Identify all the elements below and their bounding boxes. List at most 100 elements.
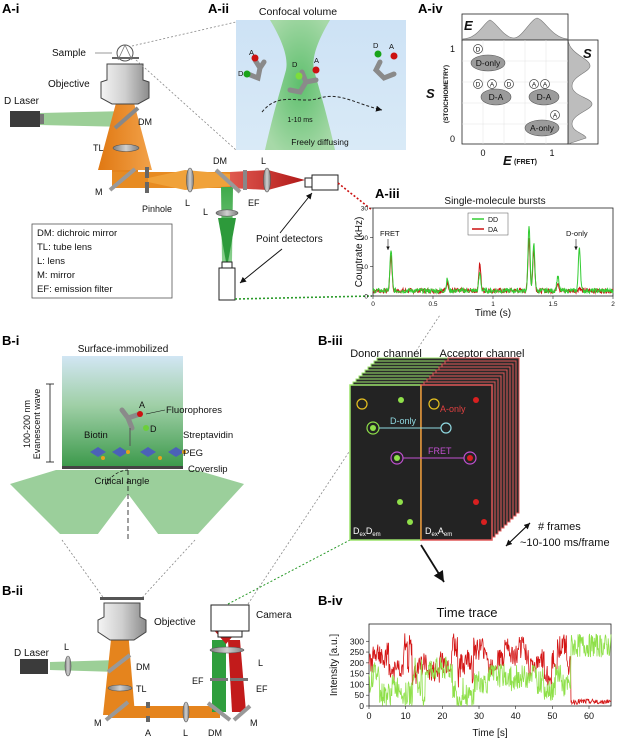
bursts-series-dd [372,226,614,295]
trace-y-tick-label: 150 [350,669,364,679]
e-axis-sub-label: (FRET) [514,159,537,166]
tirf-aperture-label: A [145,728,151,738]
dm1-label: DM [138,117,152,127]
time-trace-donor [368,633,612,707]
camera-lens-mount [217,630,243,638]
legend-dd-label: DD [488,217,498,224]
bursts-x-tick-label: 0.5 [428,301,437,308]
e-histogram-curve [461,17,569,41]
tirf-lens-2 [182,701,190,723]
point-detector-red [311,174,339,191]
panel-label-b-iii: B-iii [318,333,343,348]
trace-y-tick-label: 100 [350,679,364,689]
da-sub-em: em [444,532,452,538]
objective [100,63,150,105]
mirror-1 [108,167,137,192]
critical-angle-label: Critical angle [95,476,150,487]
frames-label: # frames [538,521,581,533]
marker-label: D [476,47,481,54]
tirf-tube-lens [107,684,133,692]
molecule-center: D A [287,56,320,95]
population-label: D-A [537,92,552,102]
tirf-ef-2-label: EF [256,684,268,694]
s-tick-1: 1 [450,44,455,54]
tirf-objective-beam [103,630,135,715]
trace-y-tick-label: 50 [355,690,365,700]
tirf-ef-1-label: EF [192,676,204,686]
population-label: D-A [489,92,504,102]
legend-line: EF: emission filter [37,284,113,295]
e-tick-1: 1 [549,148,554,158]
red-signal-link [337,182,373,211]
population-label: A-only [530,123,555,133]
time-trace-title: Time trace [437,605,498,620]
laser-label: D Laser [4,96,40,107]
marker-label: A [532,82,537,89]
tirf-mirror-1 [104,700,130,722]
tirf-mirror-2-label: M [250,718,258,728]
lens-3 [215,209,239,217]
tirf-ef-green [210,678,228,681]
panel-a-i: A-i Sample Objective D Laser DM TL M [2,1,373,301]
tirf-dm-2 [206,701,232,722]
biotin-label: Biotin [84,430,108,441]
s-tick-0: 0 [450,134,455,144]
panel-label-a-iv: A-iv [418,1,443,16]
molecule-label: A [249,48,254,57]
marker-label: D [476,82,481,89]
bursts-y-tick-label: 20 [361,235,369,242]
dd-main: D [353,526,360,536]
acceptor-label: A [139,400,145,410]
fluorophore-markers: D A D A D A A [473,44,560,120]
freely-diffusing-label: Freely diffusing [291,137,349,147]
dichroic-mirror-1 [113,106,140,130]
s-histogram-curve [567,39,593,145]
camera [210,604,250,632]
dd-sub-ex: ex [360,532,366,538]
confocal-volume-shape [265,20,335,150]
emission-filter [243,170,247,190]
tirf-red-beam [228,640,246,712]
s-histogram-label: S [583,46,592,61]
dichroic-mirror-2 [214,168,242,194]
trace-x-tick-label: 10 [401,711,411,721]
coverslip-label: Coverslip [188,464,228,475]
streptavidin-label: Streptavidin [183,430,233,441]
legend-line: M: mirror [37,270,75,281]
pinhole-label: Pinhole [142,204,172,214]
molecule-label: D [238,69,244,78]
bursts-x-label: Time (s) [475,308,511,319]
panel-label-b-i: B-i [2,333,19,348]
panel-a-iv: A-iv E S D-only D-A D-A A-only D A [418,1,599,168]
molecule-label: D [373,41,379,50]
molecule-right: A D [372,41,398,81]
trace-y-tick-label: 250 [350,647,364,657]
donor-channel-label: Donor channel [350,348,422,360]
e-axis-label: E [503,153,512,168]
bursts-y-tick-label: 30 [361,206,369,213]
molecule-label: A [314,56,319,65]
tirf-lens-3-label: L [258,658,263,668]
bi-zoom-left [61,539,106,601]
s-axis-sub-label: (STOICHIOMETRY) [443,65,450,123]
mirror-label: M [95,187,103,197]
excitation-beam [40,111,128,127]
tirf-aperture-top [146,702,150,708]
depth-label: 100-200 nm [22,400,32,448]
fluorophores-label: Fluorophores [166,405,222,416]
green-signal-link [234,295,373,300]
tirf-laser-label: D Laser [14,648,50,659]
trace-x-tick-label: 30 [474,711,484,721]
molecule-label: D [292,60,298,69]
da-mid: A [438,526,444,536]
trace-x-tick-label: 40 [511,711,521,721]
tirf-lens-2-label: L [183,728,188,738]
detector-red-nose [304,177,313,188]
trace-x-tick-label: 0 [366,711,371,721]
tirf-sample-slide [100,597,144,600]
detector-arrow-1 [279,192,313,234]
time-trace-y-label: Intensity [a.u.] [329,634,340,696]
tirf-objective-label: Objective [154,617,196,628]
